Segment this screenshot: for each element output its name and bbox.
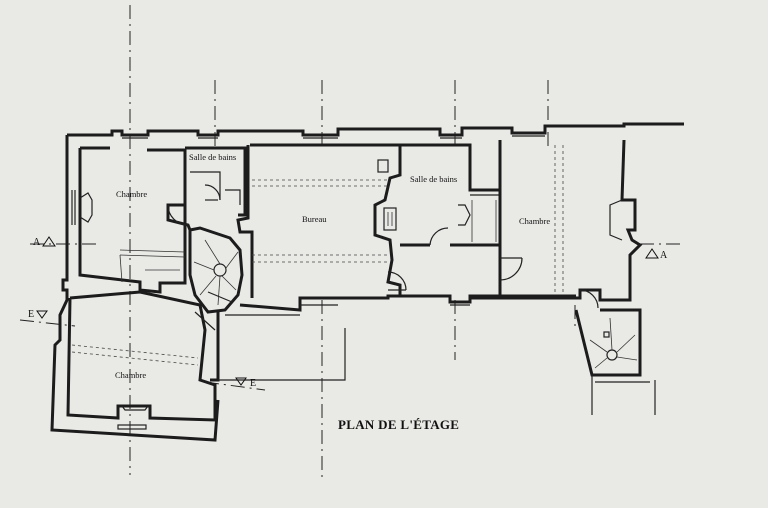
label-salle-de-bains-2: Salle de bains bbox=[410, 174, 457, 184]
section-line-e bbox=[218, 328, 346, 381]
room-salle-de-bains-2 bbox=[400, 143, 502, 247]
south-facade-middle bbox=[300, 294, 576, 306]
svg-text:E: E bbox=[250, 378, 256, 389]
label-bureau: Bureau bbox=[302, 214, 327, 224]
triangle-up-icon bbox=[42, 236, 56, 247]
room-salle-de-bains-1 bbox=[166, 146, 247, 231]
svg-text:E: E bbox=[28, 309, 34, 320]
section-marker-e-left: E bbox=[28, 309, 48, 320]
svg-text:A: A bbox=[660, 250, 668, 261]
section-marker-a-left: A bbox=[33, 236, 56, 248]
north-facade bbox=[67, 122, 684, 139]
plan-title: PLAN DE L'ÉTAGE bbox=[338, 417, 459, 432]
triangle-up-icon bbox=[645, 248, 659, 259]
room-bureau bbox=[236, 143, 407, 298]
label-chambre-sw: Chambre bbox=[115, 370, 146, 380]
svg-text:A: A bbox=[33, 237, 41, 248]
triangle-down-icon bbox=[235, 377, 247, 386]
triangle-down-icon bbox=[36, 310, 48, 319]
label-salle-de-bains-1: Salle de bains bbox=[189, 152, 236, 162]
east-stair-tower bbox=[574, 308, 656, 415]
section-marker-e-right: E bbox=[235, 377, 256, 389]
label-chambre-e: Chambre bbox=[519, 216, 550, 226]
label-chambre-nw: Chambre bbox=[116, 189, 147, 199]
room-chambre-e bbox=[470, 139, 643, 309]
room-chambre-sw bbox=[66, 290, 217, 430]
section-marker-a-right: A bbox=[645, 248, 668, 261]
central-stair bbox=[188, 226, 338, 382]
axis-lines bbox=[19, 5, 680, 480]
